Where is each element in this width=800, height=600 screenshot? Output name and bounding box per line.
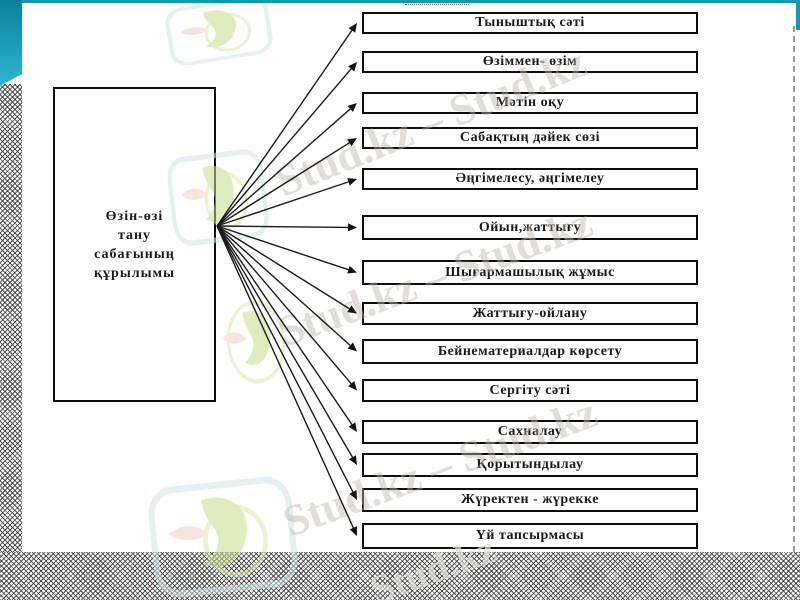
teal-top-border [0,0,800,3]
lesson-structure-box: Өзін-өзі тану сабағының құрылымы [53,87,216,402]
item-box: Жүректен - жүрекке [362,488,698,512]
lesson-structure-line: құрылымы [93,265,176,281]
item-box: Ойын,жаттығу [362,215,698,240]
item-box: Мәтін оқу [362,92,698,114]
item-box: Сергіту сәті [362,379,698,402]
hatch-left-strip [0,84,22,600]
item-label: Сергіту сәті [489,382,571,398]
item-box: Сахналау [362,420,698,444]
item-box: Бейнематериалдар көрсету [362,339,698,364]
studkz-bird-logo [222,300,286,384]
item-label: Жүректен - жүрекке [461,492,599,507]
teal-corner-wedge [0,0,22,86]
item-label: Тыныштық сәті [475,15,585,30]
item-label: Сабақтың дәйек сөзі [460,130,600,145]
dotted-top-fragment [405,0,469,5]
item-box: Тыныштық сәті [362,12,698,34]
studkz-bird-logo [165,0,273,66]
item-label: Бейнематериалдар көрсету [437,343,623,359]
item-box: Шығармашылық жұмыс [362,260,698,285]
item-label: Ойын,жаттығу [478,219,582,235]
item-label: Мәтін оқу [495,95,565,110]
item-box: Өзіммен- өзім [362,51,698,73]
item-box: Үй тапсырмасы [362,523,698,549]
lesson-structure-line: Өзін-өзі [105,208,164,224]
lesson-structure-line: тану [117,227,152,243]
item-label: Қорытындылау [476,457,584,472]
item-box: Сабақтың дәйек сөзі [362,127,698,149]
item-box: Қорытындылау [362,453,698,477]
teal-right-border [796,0,800,30]
item-label: Өзіммен- өзім [482,54,578,69]
item-label: Сахналау [497,424,563,439]
item-label: Жаттығу-ойлану [472,305,588,321]
item-label: Шығармашылық жұмыс [445,264,615,280]
item-box: Әңгімелесу, әңгімелеу [362,168,698,190]
hatch-bottom-band [0,552,800,600]
item-label: Үй тапсырмасы [475,528,585,543]
dashed-right-border [793,26,795,552]
lesson-structure-line: сабағының [94,246,175,262]
item-label: Әңгімелесу, әңгімелеу [455,171,605,186]
item-box: Жаттығу-ойлану [362,302,698,325]
